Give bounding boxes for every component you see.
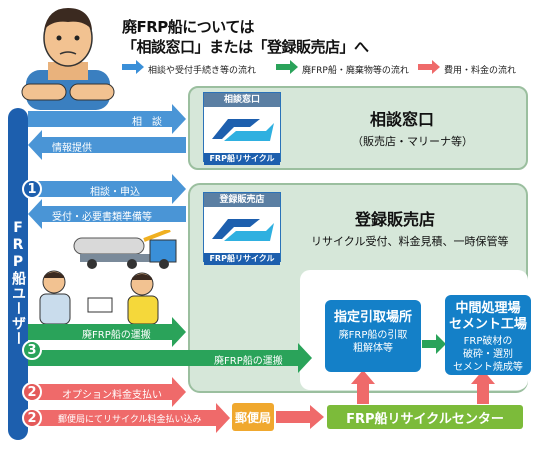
processing-desc3: セメント焼成等 <box>453 362 523 373</box>
consult-title: 相談窓口 <box>370 110 435 129</box>
step-2a-badge: 2 <box>22 382 42 402</box>
processing-desc2: 破砕・選別 <box>463 349 513 360</box>
transport1-arrow-label: 廃FRP船の運搬 <box>82 330 151 341</box>
consult-subtitle: （販売店・マリーナ等） <box>352 135 473 148</box>
reg-shop-badge: 登録販売店 <box>204 193 280 207</box>
processing-title2: セメント工場 <box>449 317 527 332</box>
center-to-pickup-arrow <box>351 370 375 404</box>
consult-badge: 相談窓口 <box>204 93 280 107</box>
post-office-box: 郵便局 <box>232 403 274 431</box>
processing-desc1: FRP破材の <box>463 336 513 347</box>
transport1-arrow <box>28 317 186 347</box>
reg-shop-logo: 登録販売店 FRP船リサイクル <box>203 192 281 265</box>
pickup-title: 指定引取場所 <box>333 310 412 325</box>
center-to-processing-arrow <box>471 370 495 404</box>
apply-arrow <box>28 174 186 204</box>
user-label: FRP船ユーザー <box>10 220 26 346</box>
user-illustration <box>21 8 115 110</box>
recycle-center-bar: FRP船リサイクルセンター <box>327 405 523 429</box>
legend-red-arrow-icon <box>418 60 440 74</box>
docs-arrow-label: 受付・必要書類準備等 <box>52 212 152 223</box>
postal-fee-arrow <box>28 403 230 433</box>
legend-consult-label: 相談や受付手続き等の流れ <box>148 66 257 76</box>
step-1-badge: 1 <box>22 179 42 199</box>
legend-waste-label: 廃FRP船・廃棄物等の流れ <box>302 66 409 76</box>
option-fee-arrow <box>28 377 186 407</box>
transport2-arrow <box>28 343 312 373</box>
consult-arrow-label: 相 談 <box>132 117 162 128</box>
apply-arrow-label: 相談・申込 <box>90 187 140 198</box>
processing-box: 中間処理場 セメント工場 FRP破材の 破砕・選別 セメント焼成等 <box>445 295 531 375</box>
reg-shop-logo-text: FRP船リサイクル <box>204 253 280 265</box>
truck-illustration <box>73 230 177 269</box>
consult-logo: 相談窓口 FRP船リサイクル <box>203 92 281 165</box>
consult-arrow <box>28 104 186 134</box>
recycle-logo-icon <box>212 119 274 141</box>
option-fee-arrow-label: オプション料金支払い <box>62 390 162 401</box>
legend-green-arrow-icon <box>276 60 298 74</box>
step-3-badge: 3 <box>22 340 42 360</box>
postal-fee-arrow-label: 郵便局にてリサイクル料金払い込み <box>58 415 202 425</box>
pickup-to-processing-arrow <box>422 334 446 354</box>
pickup-desc2: 粗解体等 <box>353 343 393 354</box>
transport2-arrow-label: 廃FRP船の運搬 <box>214 356 283 367</box>
processing-title1: 中間処理場 <box>455 301 521 316</box>
info-arrow-label: 情報提供 <box>52 143 92 154</box>
docs-arrow <box>28 199 186 229</box>
title-line2: 「相談窓口」または「登録販売店」へ <box>122 38 369 56</box>
legend-fee-label: 費用・料金の流れ <box>444 66 517 76</box>
consult-logo-text: FRP船リサイクル <box>204 153 280 165</box>
post-to-center-arrow <box>276 405 324 429</box>
handshake-illustration <box>39 270 159 324</box>
reg-shop-subtitle: リサイクル受付、料金見積、一時保管等 <box>311 235 509 248</box>
recycle-logo-icon <box>212 219 274 241</box>
title-line1: 廃FRP船については <box>122 18 255 36</box>
info-arrow <box>28 130 186 160</box>
pickup-box: 指定引取場所 廃FRP船の引取 粗解体等 <box>325 300 421 372</box>
legend-blue-arrow-icon <box>122 60 144 74</box>
reg-shop-title: 登録販売店 <box>355 210 436 229</box>
step-2b-badge: 2 <box>22 408 42 428</box>
pickup-desc1: 廃FRP船の引取 <box>338 330 408 341</box>
